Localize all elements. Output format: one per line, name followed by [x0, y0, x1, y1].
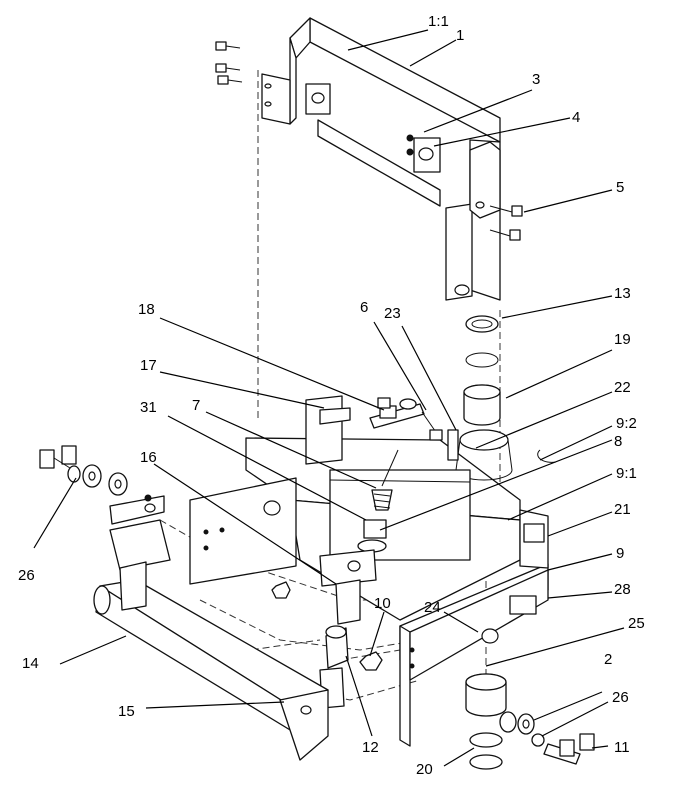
left-bolt-set [39, 445, 152, 502]
callout-22: 22 [614, 379, 631, 396]
hinge-pivot-blocks [305, 83, 441, 173]
callout-9-2: 9:2 [616, 415, 637, 432]
callout-10: 10 [374, 595, 391, 612]
callout-21: 21 [614, 501, 631, 518]
callout-26-upper: 26 [18, 567, 35, 584]
callout-7: 7 [192, 397, 200, 414]
callout-15: 15 [118, 703, 135, 720]
left-arm-mount [319, 549, 377, 709]
callout-13: 13 [614, 285, 631, 302]
callout-5: 5 [616, 179, 624, 196]
callout-19: 19 [614, 331, 631, 348]
callout-12: 12 [362, 739, 379, 756]
callout-26-lower: 26 [612, 689, 629, 706]
callout-24: 24 [424, 599, 441, 616]
actuator-assembly [305, 395, 443, 553]
callout-25: 25 [628, 615, 645, 632]
callout-9-1: 9:1 [616, 465, 637, 482]
callout-labels: 1:1 1 3 4 5 13 18 6 23 19 17 22 31 7 9:2… [18, 13, 645, 778]
lower-right-hardware [465, 673, 595, 770]
callout-17: 17 [140, 357, 157, 374]
callout-28: 28 [614, 581, 631, 598]
callout-31: 31 [140, 399, 157, 416]
callout-6: 6 [360, 299, 368, 316]
main-frame [189, 429, 557, 747]
callout-14: 14 [22, 655, 39, 672]
callout-8: 8 [614, 433, 622, 450]
top-left-bolts [215, 41, 243, 85]
callout-9: 9 [616, 545, 624, 562]
callout-11: 11 [614, 739, 630, 756]
callout-16: 16 [140, 449, 157, 466]
right-bushings [463, 315, 501, 426]
top-mount-bracket [261, 17, 501, 301]
leader-lines [33, 29, 625, 767]
callout-18: 18 [138, 301, 155, 318]
callout-20: 20 [416, 761, 433, 778]
callout-1: 1 [456, 27, 464, 44]
callout-4: 4 [572, 109, 580, 126]
hex-nuts [271, 581, 383, 671]
callout-3: 3 [532, 71, 540, 88]
callout-2: 2 [604, 651, 612, 668]
callout-1-1: 1:1 [428, 13, 449, 30]
callout-23: 23 [384, 305, 401, 322]
right-bolts [489, 205, 523, 241]
lower-beam [93, 495, 329, 761]
